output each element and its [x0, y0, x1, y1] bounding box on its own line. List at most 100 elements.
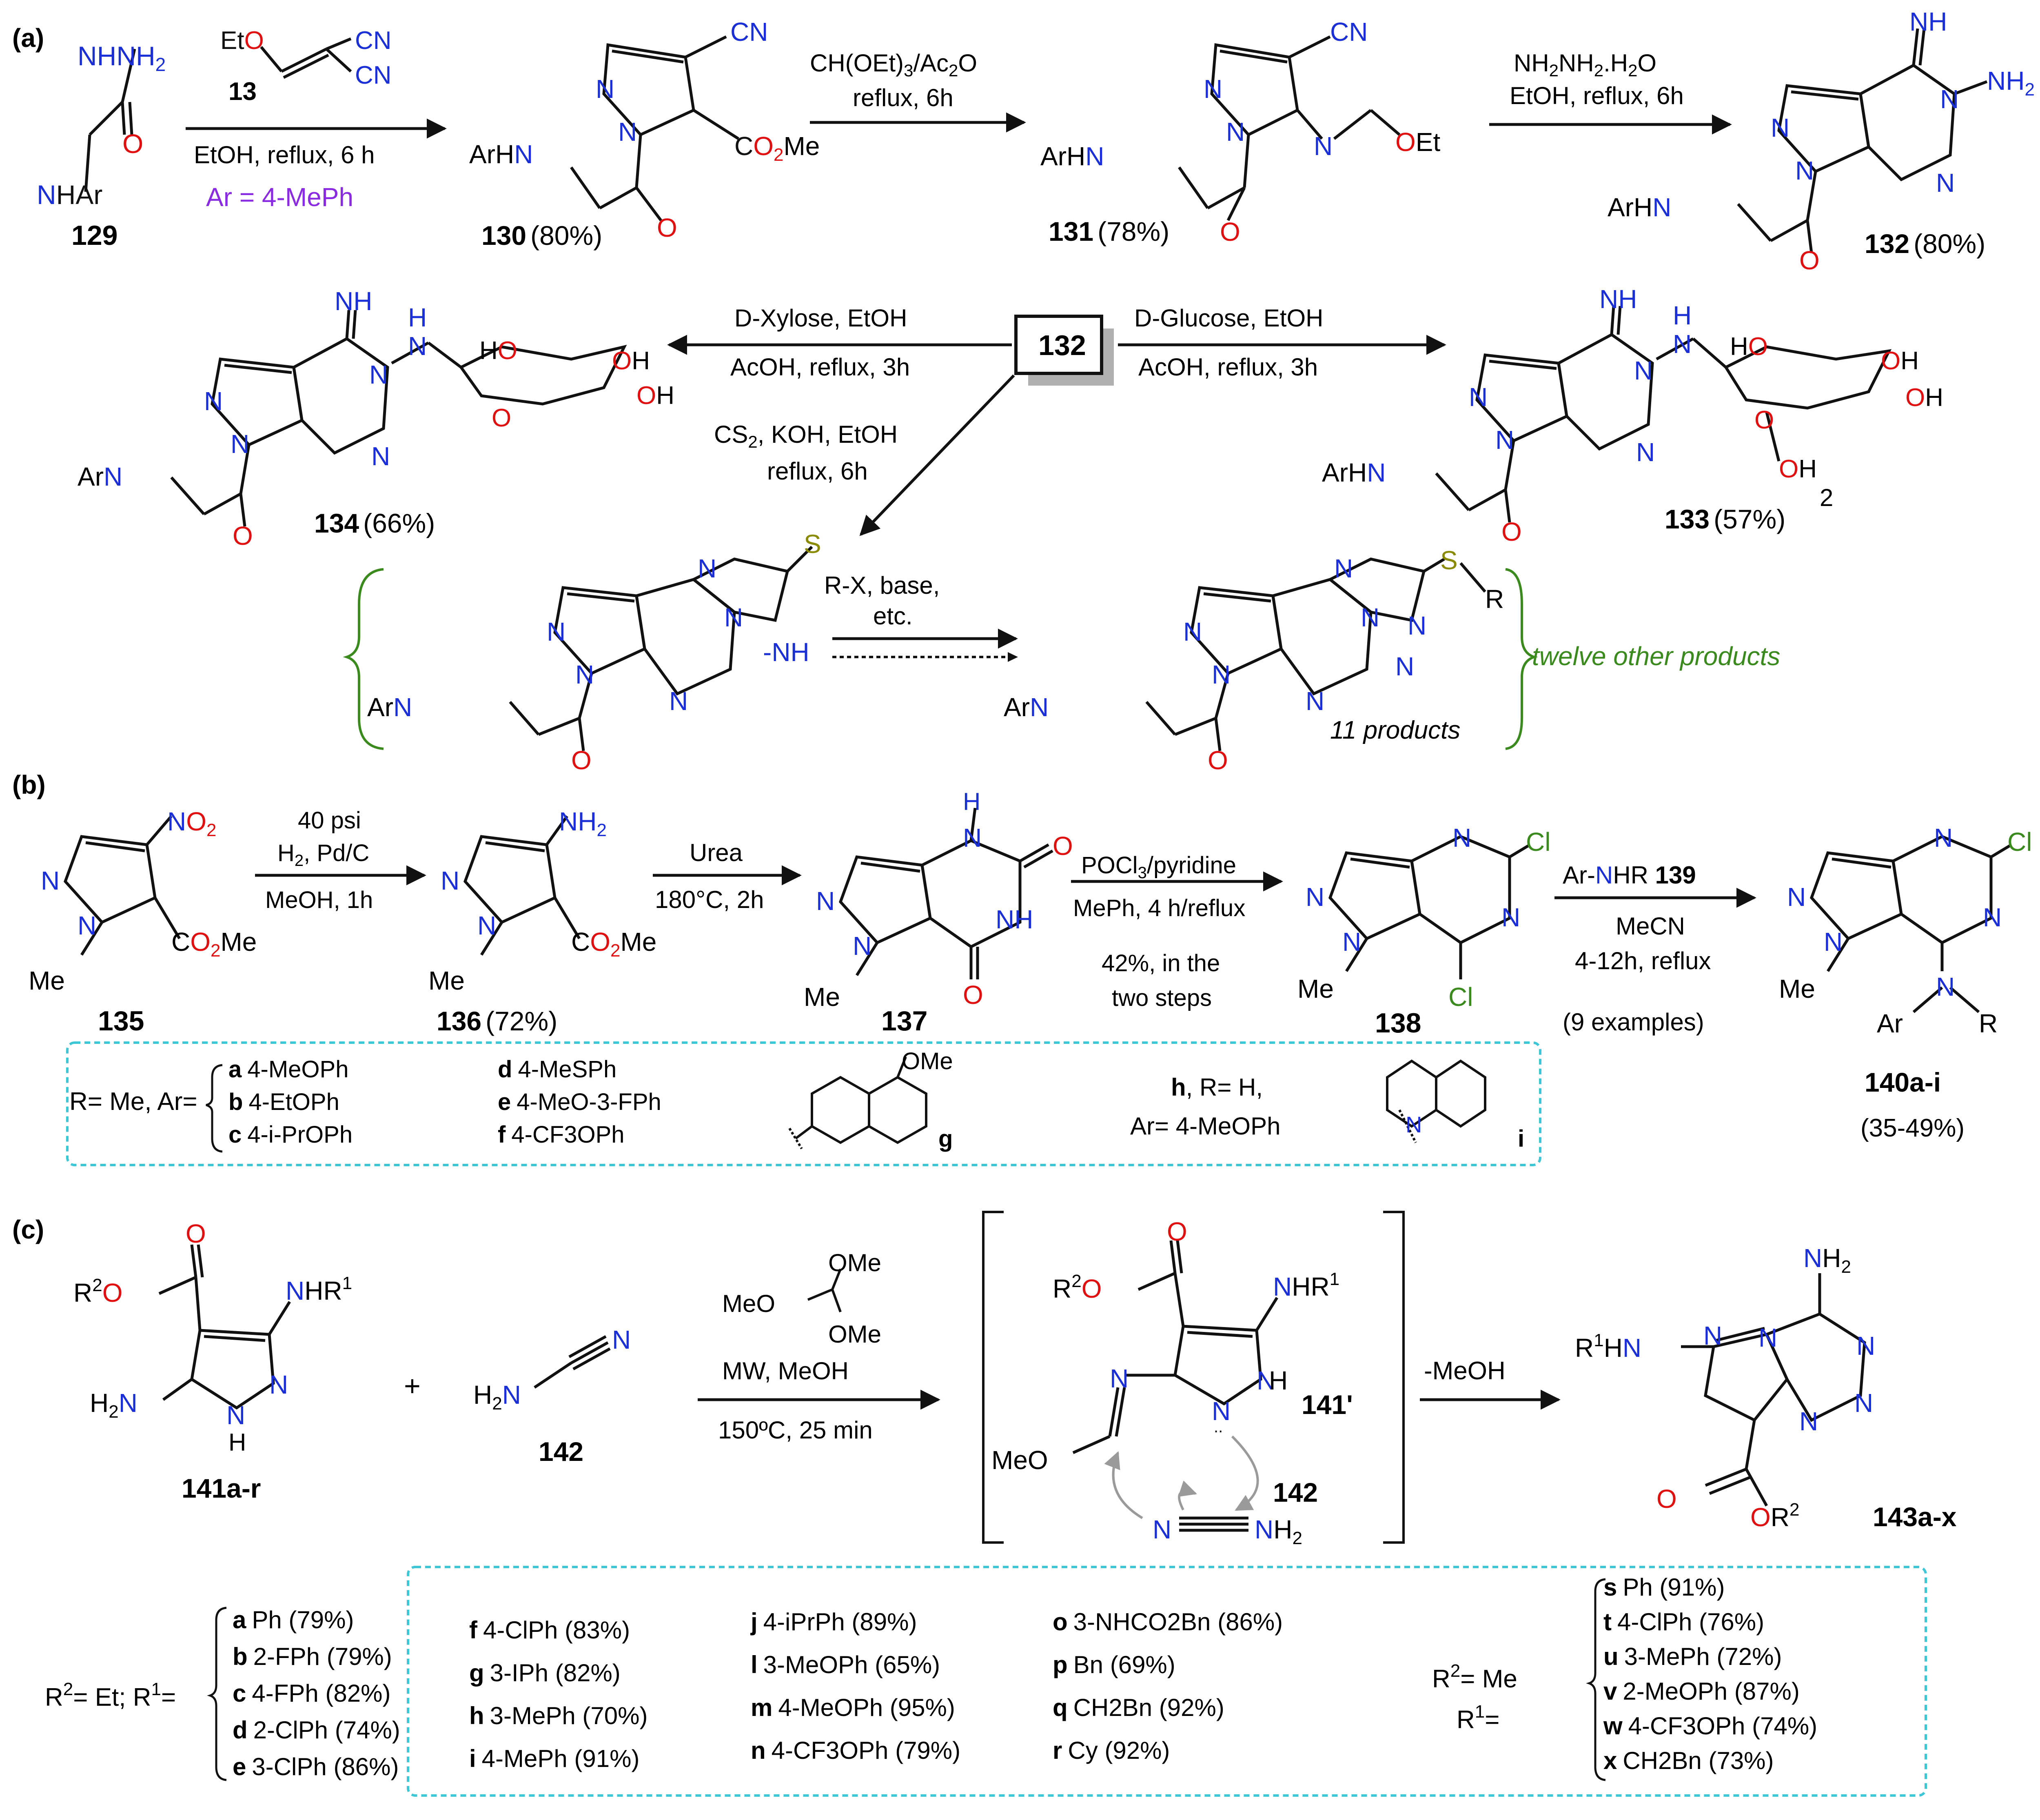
svg-text:N: N: [1758, 1323, 1777, 1352]
svg-text:N: N: [1636, 437, 1655, 467]
svg-text:Cl: Cl: [1448, 982, 1473, 1012]
svg-text:H: H: [1269, 1366, 1288, 1395]
intermediate-141p: [1072, 1240, 1278, 1454]
c133-arhn: ArHN: [1322, 458, 1386, 487]
reagent13-cn2: CN: [355, 61, 392, 89]
rx-cond1: R-X, base,: [824, 572, 940, 599]
compound-135-label: 135: [98, 1005, 144, 1037]
c131-oet: OEt: [1395, 127, 1440, 157]
svg-text:N: N: [1212, 1396, 1231, 1426]
nucleophile-142: [1179, 1516, 1248, 1532]
compound-140: [1809, 835, 2012, 1013]
reagent-13-label: 13: [228, 78, 257, 106]
c129-nhnh2: NHNH2: [78, 41, 166, 75]
b-step4-cond4: (9 examples): [1563, 1008, 1704, 1036]
svg-text:N: N: [441, 866, 459, 895]
b-step4-cond2: MeCN: [1616, 912, 1685, 940]
svg-text:N: N: [1226, 117, 1245, 146]
svg-text:OH: OH: [1905, 384, 1943, 412]
sr-r: R: [1485, 584, 1504, 614]
c141-r2o: R2O: [73, 1275, 122, 1307]
c132-arhn: ArHN: [1608, 193, 1671, 222]
svg-text:O: O: [1220, 217, 1240, 246]
svg-text:O: O: [657, 213, 677, 242]
svg-text:N: N: [1342, 927, 1361, 957]
rx-cond2: etc.: [873, 602, 913, 630]
svg-text:NH2: NH2: [559, 807, 607, 840]
svg-text:N: N: [1787, 882, 1806, 912]
compound-133-label: 133(57%): [1665, 504, 1785, 534]
svg-text:N: N: [371, 442, 390, 471]
c-cond1: MW, MeOH: [722, 1357, 849, 1385]
panel-a-label: (a): [12, 23, 44, 53]
svg-text:N: N: [1469, 382, 1488, 412]
c140-r: R: [1979, 1009, 1998, 1038]
svg-text:N: N: [1771, 113, 1789, 142]
compound-133: [1435, 306, 1892, 523]
c-sub-right1: R2= Me: [1432, 1661, 1517, 1693]
c131-cn: CN: [1330, 17, 1368, 47]
compound-130-label: 130(80%): [481, 220, 602, 251]
svg-text:H: H: [1673, 301, 1692, 330]
i-n: N: [1406, 1112, 1422, 1137]
glucose-cond1: D-Glucose, EtOH: [1134, 304, 1323, 332]
compound-143-label: 143a-x: [1873, 1502, 1957, 1532]
svg-text:-NH: -NH: [763, 637, 809, 667]
svg-text:O: O: [1501, 517, 1522, 546]
svg-text:N: N: [408, 331, 427, 361]
panel-b-label: (b): [12, 770, 46, 799]
curved-arrow-2: [1178, 1480, 1197, 1511]
svg-text:N: N: [1361, 603, 1379, 632]
c143-nh2: NH2: [1803, 1243, 1851, 1277]
svg-text:N: N: [1854, 1388, 1873, 1418]
svg-text:Me: Me: [1779, 974, 1815, 1003]
minus-meoh: -MeOH: [1424, 1357, 1506, 1385]
c141p-meo: MeO: [991, 1445, 1048, 1475]
compound-142-label: 142: [539, 1436, 583, 1467]
c141-h2n: H2N: [90, 1388, 137, 1422]
c131-arhn: ArHN: [1040, 142, 1104, 171]
b-sub-h1: h, R= H,: [1171, 1074, 1263, 1101]
svg-text:H: H: [408, 303, 427, 332]
left-bracket: [982, 1211, 1004, 1544]
curved-arrow-3: [1104, 1451, 1143, 1519]
svg-text:N: N: [477, 911, 496, 940]
c129-o: O: [122, 129, 143, 159]
c135-co2me: CO2Me: [171, 927, 257, 961]
step3-conditions: NH2NH2.H2O: [1514, 49, 1656, 80]
svg-text:OH: OH: [1779, 455, 1817, 483]
box-132: [1014, 315, 1103, 375]
compound-141-label: 141a-r: [182, 1473, 261, 1503]
compound-140-yield: (35-49%): [1860, 1114, 1965, 1142]
c130-cn: CN: [730, 17, 768, 47]
svg-text:NH: NH: [996, 905, 1033, 934]
compound-135: [63, 815, 181, 956]
svg-text:N: N: [369, 360, 388, 389]
svg-text:N: N: [596, 74, 614, 104]
svg-text:N: N: [1501, 903, 1520, 932]
substituent-box-b: [66, 1041, 1541, 1166]
b-step1-cond2: H2, Pd/C: [277, 840, 369, 870]
cond-ome2: OMe: [828, 1321, 881, 1348]
svg-text:N: N: [1334, 554, 1353, 583]
svg-text:NH: NH: [1599, 284, 1637, 314]
triazolo-sr: [1145, 557, 1486, 751]
compound-137: [838, 808, 1053, 979]
orthoformate: [807, 1268, 842, 1313]
svg-text:N: N: [618, 117, 637, 146]
svg-text:N: N: [1856, 1331, 1875, 1361]
c134-arn: ArN: [78, 462, 122, 491]
compound-129-label: 129: [71, 220, 118, 251]
cs2-cond2: reflux, 6h: [767, 457, 868, 485]
compound-134-label: 134(66%): [314, 508, 435, 538]
c135-no2: NO2: [167, 807, 216, 840]
c141p-r2o: R2O: [1053, 1271, 1102, 1303]
